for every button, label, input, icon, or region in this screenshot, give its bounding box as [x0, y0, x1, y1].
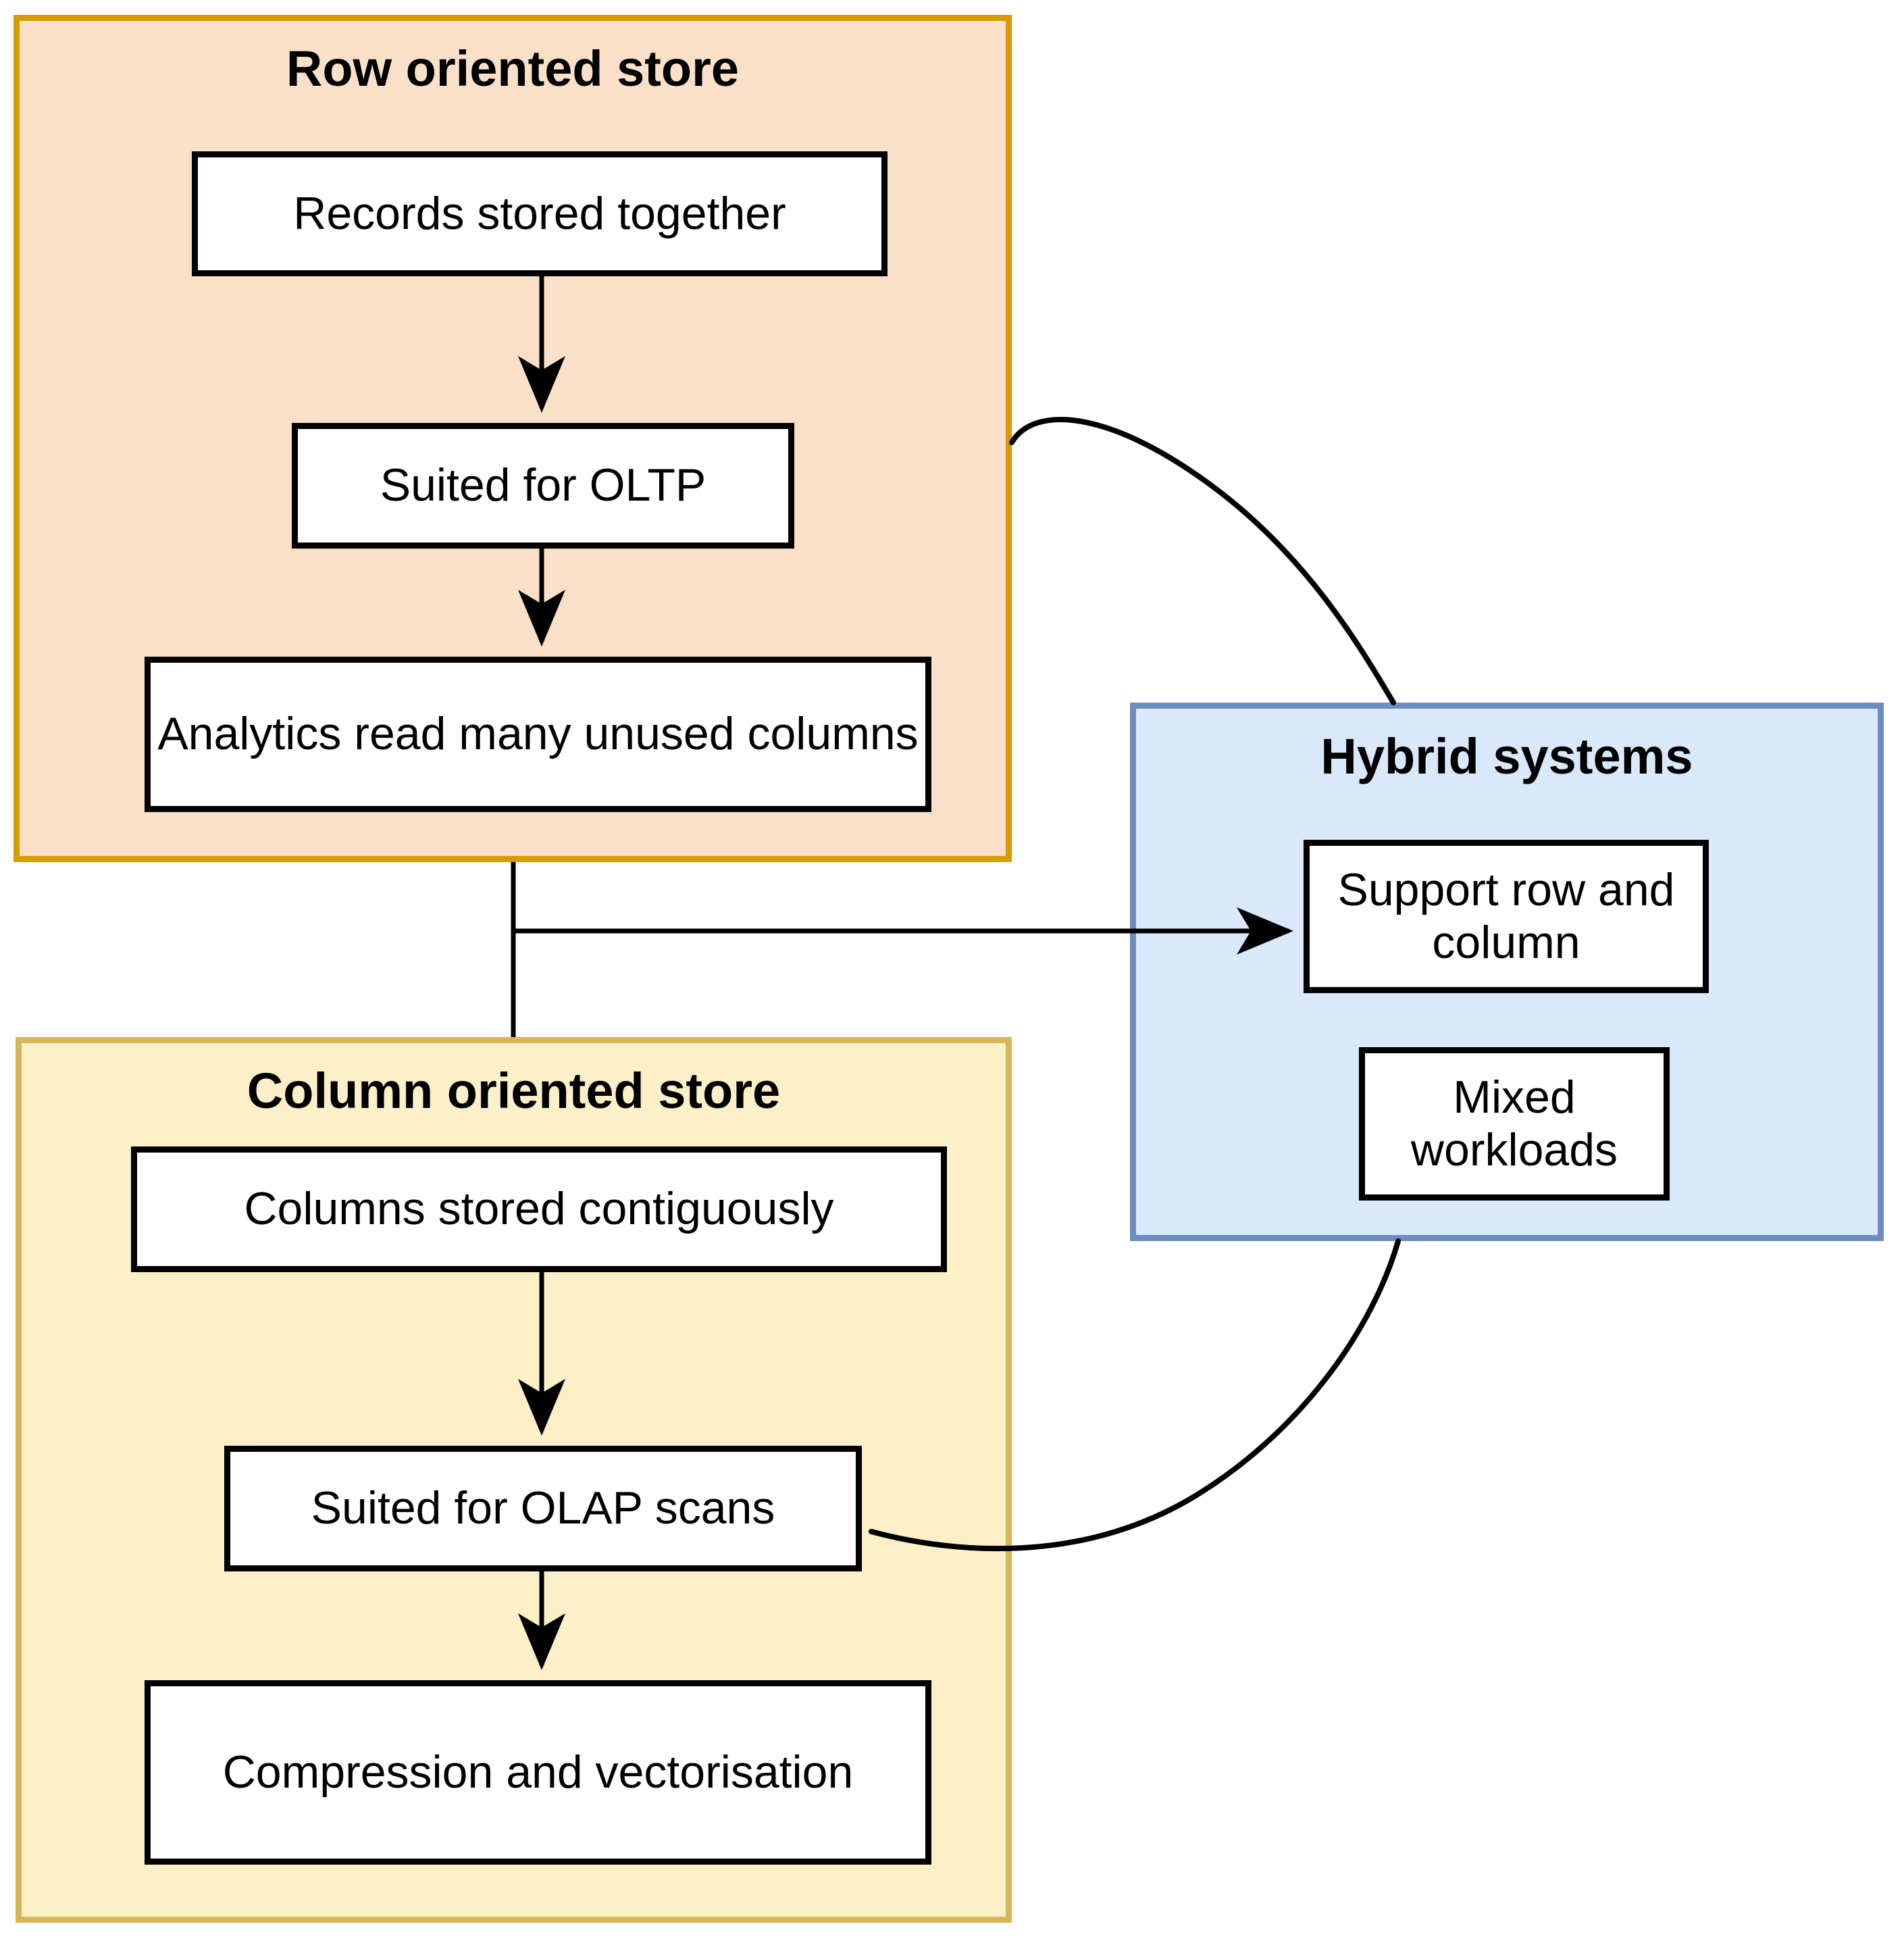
node-compression-and-vectorisation[interactable]: Compression and vectorisation	[145, 1680, 931, 1865]
node-analytics-read-many-unused-columns[interactable]: Analytics read many unused columns	[145, 657, 931, 812]
node-label-mixed-workloads: Mixed workloads	[1410, 1071, 1618, 1176]
node-label-suited-for-oltp: Suited for OLTP	[380, 459, 706, 511]
node-columns-stored-contiguously[interactable]: Columns stored contiguously	[131, 1146, 947, 1272]
node-label-suited-for-olap-scans: Suited for OLAP scans	[311, 1482, 775, 1534]
node-mixed-workloads[interactable]: Mixed workloads	[1359, 1047, 1670, 1201]
group-title-column-oriented-store: Column oriented store	[247, 1063, 781, 1119]
node-suited-for-oltp[interactable]: Suited for OLTP	[292, 423, 794, 549]
node-label-records-stored-together: Records stored together	[293, 187, 786, 239]
node-label-compression-and-vectorisation: Compression and vectorisation	[222, 1746, 854, 1798]
group-title-hybrid-systems: Hybrid systems	[1320, 728, 1693, 784]
node-label-support-row-and-column: Support row and column	[1337, 863, 1675, 968]
edge-row-group-to-hybrid	[1009, 417, 1396, 705]
node-label-analytics-read-many-unused-columns: Analytics read many unused columns	[157, 708, 919, 760]
node-support-row-and-column[interactable]: Support row and column	[1304, 840, 1709, 993]
node-suited-for-olap-scans[interactable]: Suited for OLAP scans	[224, 1446, 862, 1571]
group-title-row-oriented-store: Row oriented store	[286, 41, 740, 97]
node-label-columns-stored-contiguously: Columns stored contiguously	[244, 1183, 834, 1235]
node-records-stored-together[interactable]: Records stored together	[192, 151, 887, 276]
